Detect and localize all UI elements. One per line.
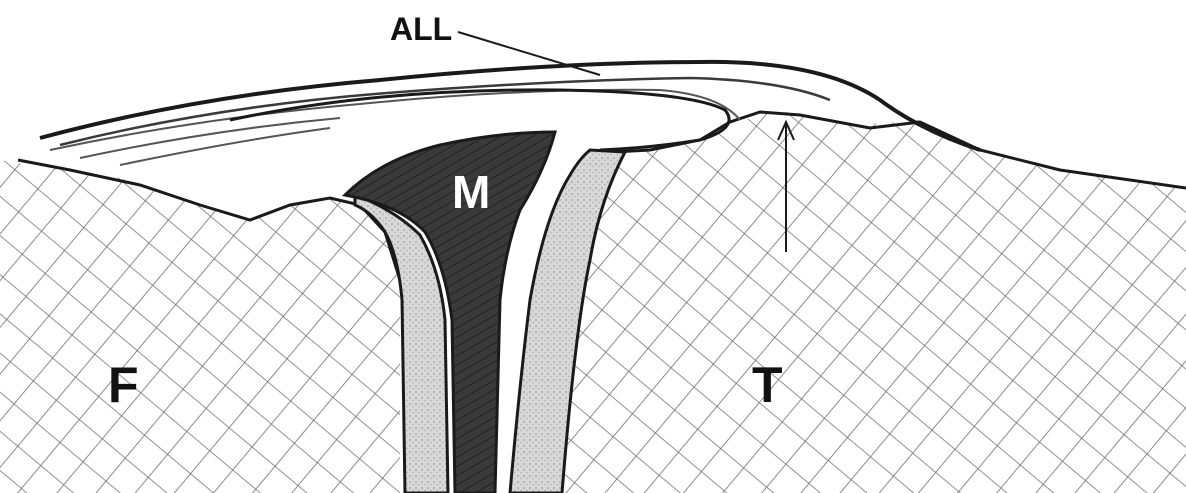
femur-bone — [0, 160, 400, 493]
label-all: ALL — [390, 11, 452, 47]
label-femur: F — [108, 357, 139, 413]
label-tibia: T — [752, 357, 783, 413]
label-meniscus: M — [452, 166, 490, 218]
tibia-bone — [555, 110, 1186, 493]
